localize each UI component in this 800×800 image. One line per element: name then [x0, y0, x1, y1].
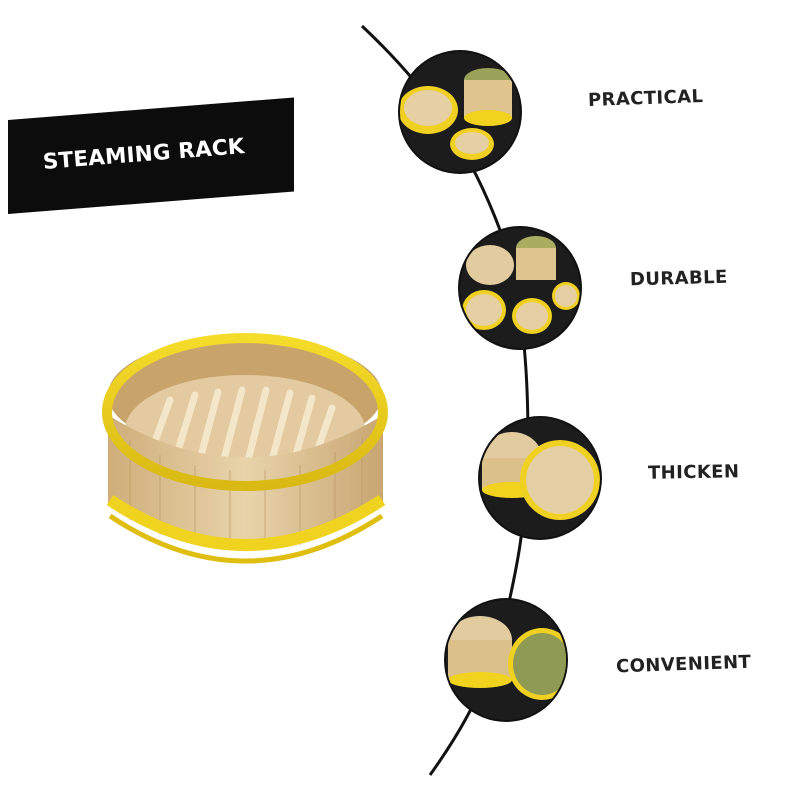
feature-image-convenient	[444, 598, 568, 722]
feature-image-thicken	[478, 416, 602, 540]
feature-label-durable: DURABLE	[629, 266, 728, 291]
feature-image-durable	[458, 226, 582, 350]
feature-label-thicken: THICKEN	[647, 461, 740, 484]
feature-image-practical	[398, 50, 522, 174]
feature-label-practical: PRACTICAL	[587, 85, 704, 112]
main-steamer-image	[102, 333, 388, 564]
